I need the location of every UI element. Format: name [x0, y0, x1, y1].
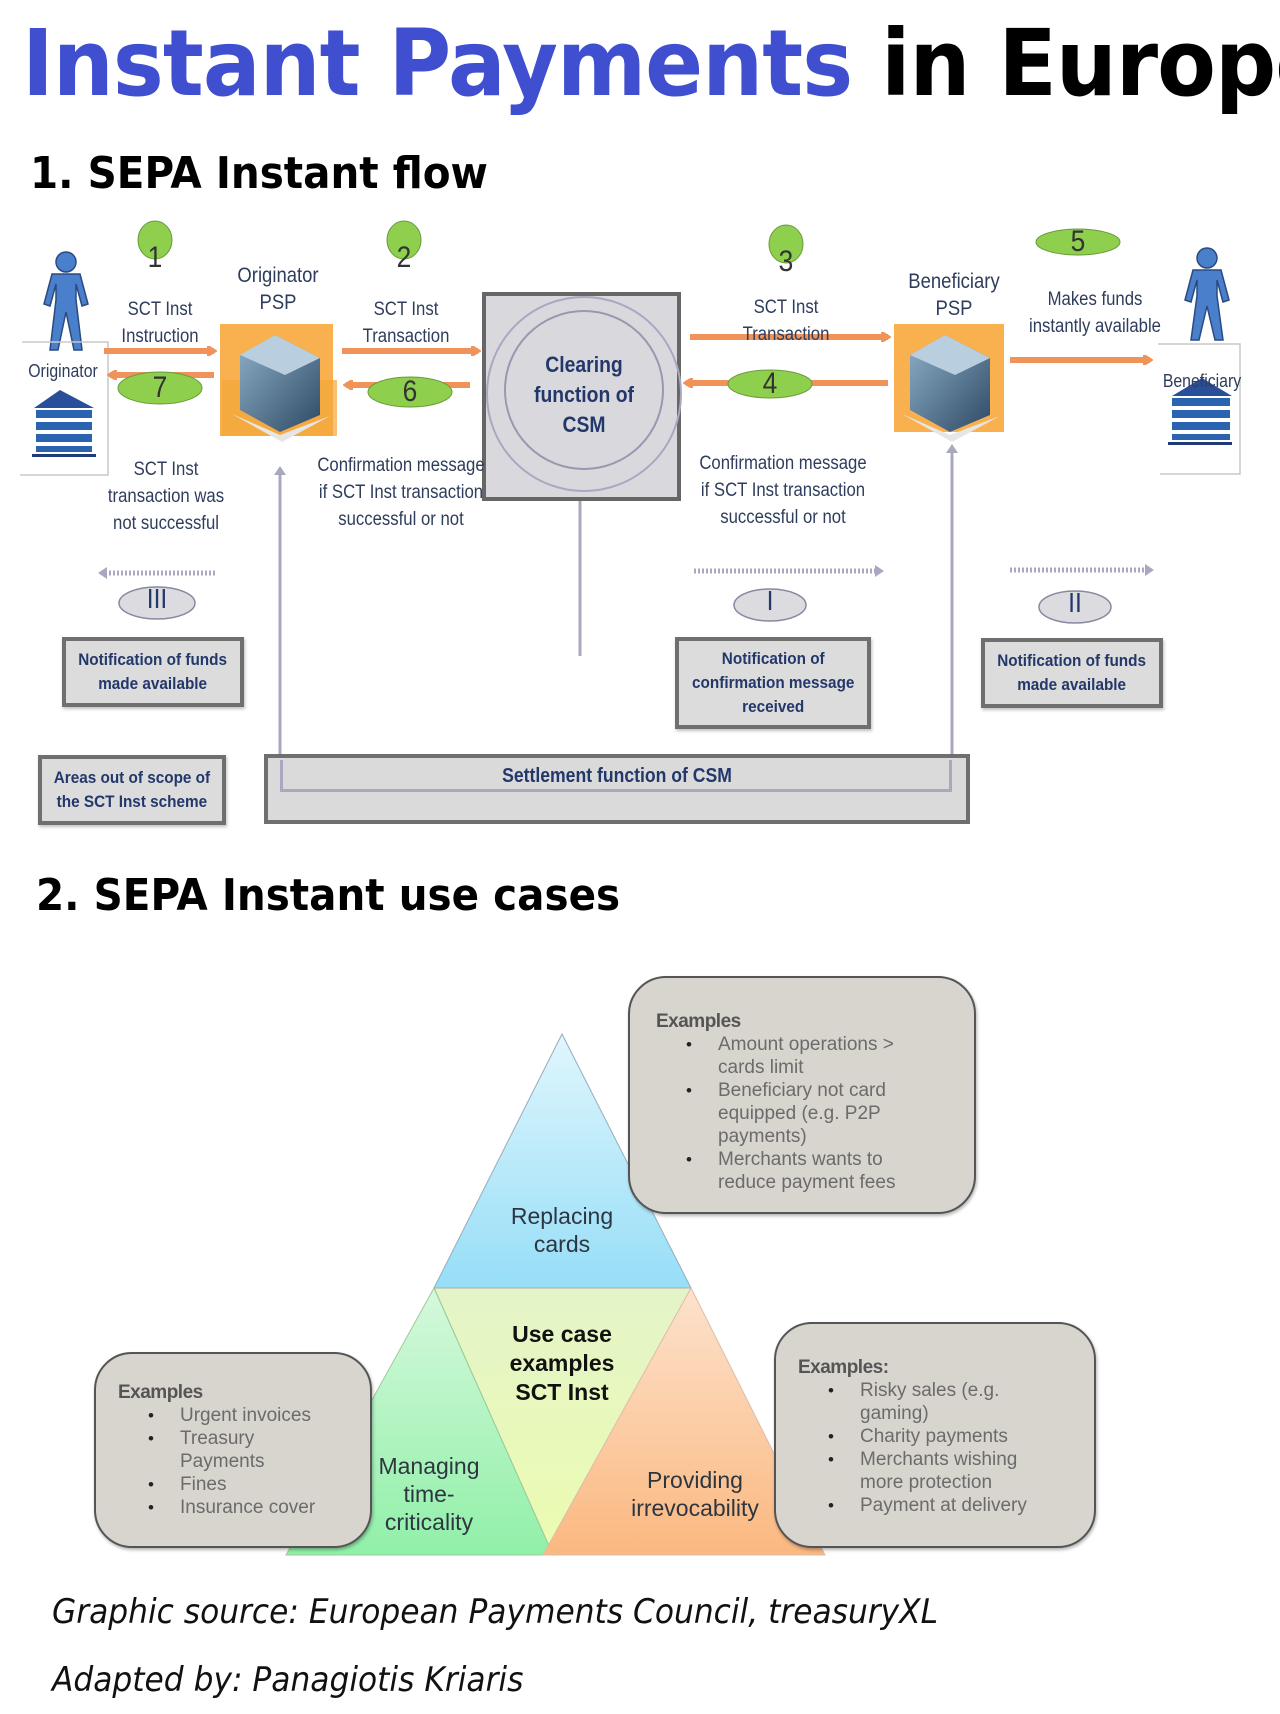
notification-arrows [98, 564, 1154, 579]
step-badge-2 [386, 220, 422, 260]
examples-left-heading: Examples [118, 1382, 203, 1403]
pyramid-right-segment [542, 1286, 826, 1556]
page-title: Instant Payments in Europe [22, 10, 1280, 117]
step-num-2: 2 [396, 241, 412, 274]
section2-heading: 2. SEPA Instant use cases [36, 870, 621, 921]
notification-num-3: III [146, 583, 168, 614]
notification-badge-1 [733, 588, 807, 622]
step-badge-3 [768, 224, 804, 264]
step-badge-5 [1035, 228, 1121, 256]
examples-left-box: Examples Urgent invoices TreasuryPayment… [94, 1352, 372, 1548]
examples-top-box: Examples Amount operations >cards limit … [628, 976, 976, 1214]
step-badge-6 [367, 376, 453, 408]
step-badges [117, 220, 1121, 408]
notification-badge-2 [1038, 590, 1112, 624]
clearing-function-box [482, 292, 682, 501]
beneficiary-label: Beneficiary [1162, 371, 1242, 391]
step-num-7: 7 [152, 371, 168, 404]
notification-badge-3 [118, 586, 196, 620]
examples-right-heading: Examples: [798, 1357, 889, 1378]
example-item: Charity payments [798, 1425, 1094, 1448]
notification-num-2: II [1068, 587, 1082, 618]
originator-label: Originator [28, 361, 98, 381]
originator-psp-building-icon [220, 324, 337, 442]
title-accent: Instant Payments [22, 10, 853, 117]
graphic-source: Graphic source: European Payments Counci… [52, 1592, 939, 1632]
example-item: Urgent invoices [118, 1404, 370, 1427]
examples-top-heading: Examples [656, 1011, 741, 1032]
step-num-3: 3 [778, 245, 794, 278]
examples-right-box: Examples: Risky sales (e.g.gaming) Chari… [774, 1322, 1096, 1548]
example-item: Payment at delivery [798, 1494, 1094, 1517]
adapted-by: Adapted by: Panagiotis Kriaris [52, 1660, 524, 1700]
title-rest: in Europe [881, 10, 1280, 117]
settlement-label: Settlement function of CSM [502, 765, 732, 787]
step-num-4: 4 [762, 367, 778, 400]
beneficiary-company-icon [1158, 343, 1241, 475]
beneficiary-psp-building-icon [894, 324, 1004, 442]
section1-heading: 1. SEPA Instant flow [30, 148, 488, 199]
example-item: Amount operations >cards limit [656, 1033, 974, 1079]
example-item: Risky sales (e.g.gaming) [798, 1379, 1094, 1425]
step-num-6: 6 [402, 375, 418, 408]
step-num-5: 5 [1070, 225, 1086, 258]
flow-diagram [20, 220, 1241, 762]
beneficiary-person-icon [1184, 247, 1230, 341]
originator-person-icon [43, 251, 89, 351]
settlement-inner-frame [280, 760, 952, 792]
step-num-1: 1 [147, 241, 163, 274]
notification-num-1: I [766, 585, 774, 616]
example-item: Fines [118, 1473, 370, 1496]
example-item: Insurance cover [118, 1496, 370, 1519]
step-badge-1 [137, 220, 173, 260]
notification-badges [118, 586, 1112, 624]
step-badge-7 [117, 371, 203, 405]
step-badge-4 [727, 369, 813, 399]
originator-company-icon [20, 341, 109, 476]
